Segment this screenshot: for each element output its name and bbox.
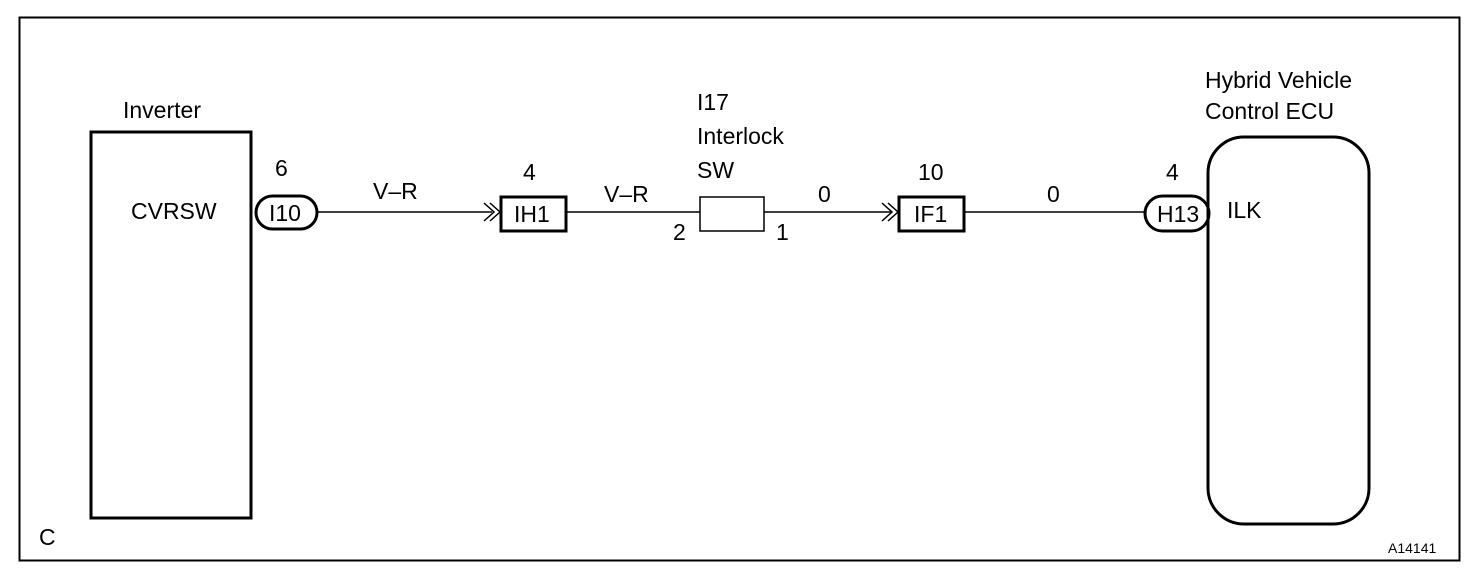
junction-ih1-label: IH1 (514, 201, 550, 227)
junction-if1-pin: 10 (918, 159, 944, 185)
ecu-box (1206, 135, 1371, 526)
ecu-connector-pin: 4 (1166, 159, 1179, 185)
wire-segment-4-color: 0 (1047, 181, 1060, 207)
interlock-switch-id: I17 (697, 89, 729, 115)
interlock-switch-pin-in: 2 (673, 219, 686, 245)
figure-code: A14141 (1388, 540, 1436, 556)
junction-ih1-pin: 4 (523, 159, 536, 185)
connector-h13 (1143, 194, 1211, 233)
interlock-switch-name-1: Interlock (697, 123, 784, 149)
junction-if1-label: IF1 (914, 201, 947, 227)
connector-i10-label: I10 (269, 200, 301, 226)
junction-if1-box (897, 195, 966, 233)
junction-arrow-if1 (881, 202, 894, 222)
junction-arrow-ih1 (483, 202, 496, 222)
ecu-terminal-label: ILK (1227, 197, 1262, 223)
interlock-switch-name-2: SW (697, 157, 734, 183)
corner-label: C (39, 524, 56, 550)
inverter-box (89, 130, 253, 520)
inverter-title: Inverter (123, 97, 201, 123)
interlock-switch-box (699, 196, 765, 232)
diagram-frame (18, 16, 1461, 562)
junction-ih1-box (499, 195, 568, 233)
ecu-title-line-2: Control ECU (1205, 98, 1334, 124)
wire-segment-1-color: V–R (373, 178, 418, 204)
connector-h13-label: H13 (1157, 201, 1199, 227)
inverter-terminal-label: CVRSW (131, 198, 217, 224)
wire-segment-2-color: V–R (604, 181, 649, 207)
interlock-switch-pin-out: 1 (776, 219, 789, 245)
wire-segment-3-color: 0 (818, 181, 831, 207)
inverter-pin-number: 6 (275, 155, 288, 181)
ecu-title-line-1: Hybrid Vehicle (1205, 67, 1352, 93)
